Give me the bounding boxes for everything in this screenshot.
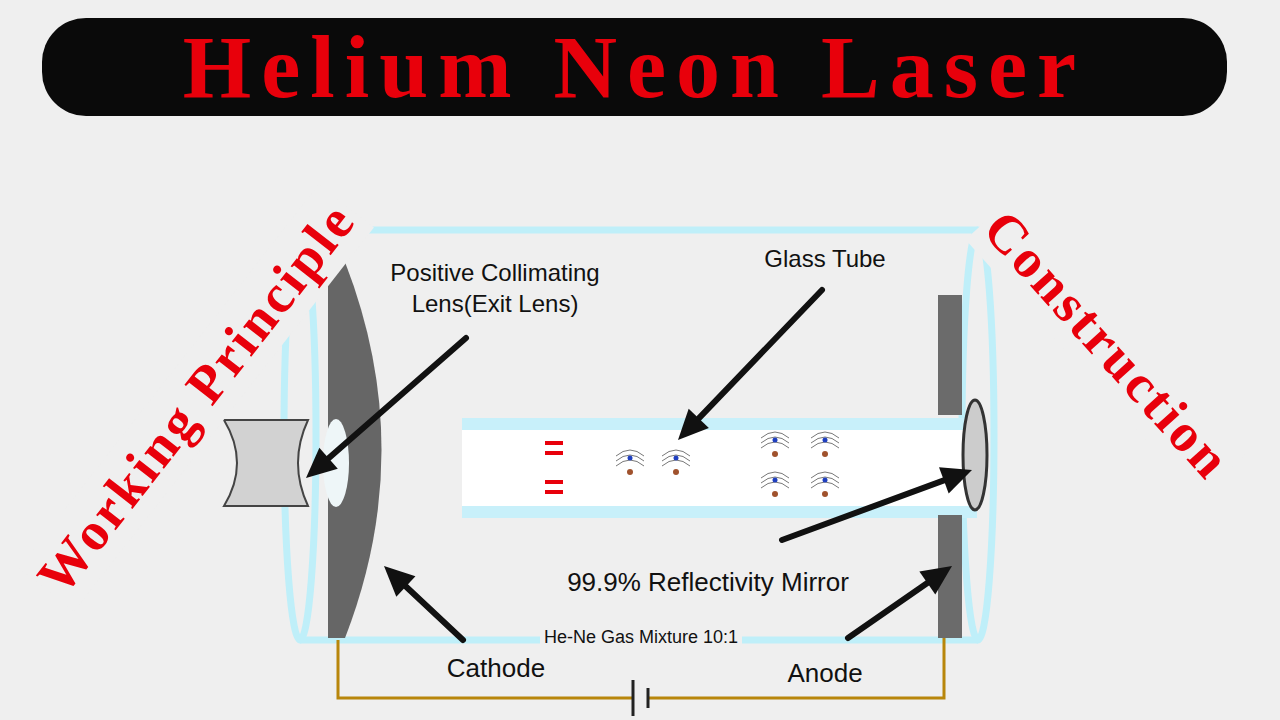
arrow-head (939, 467, 972, 493)
title: Helium Neon Laser (183, 17, 1086, 118)
atom-nucleus (822, 491, 828, 497)
envelope-right-end (962, 230, 994, 640)
atom-orbit (811, 482, 839, 488)
battery-plate-short (647, 688, 650, 708)
atom-electron (773, 478, 778, 483)
atom-orbit (662, 455, 690, 461)
atom-symbol (662, 450, 690, 475)
part-label: Positive Collimating Lens(Exit Lens) (345, 257, 645, 319)
part-label: Glass Tube (725, 243, 925, 274)
atom-nucleus (772, 491, 778, 497)
leader-arrow (384, 566, 463, 640)
leader-line (406, 587, 463, 640)
atom-electron (674, 456, 679, 461)
leader-arrow (306, 338, 466, 478)
atom-orbit (811, 477, 839, 483)
leader-line (699, 290, 822, 418)
atom-orbit (662, 460, 690, 466)
capillary-tube (462, 418, 977, 518)
discharge-mark (545, 451, 563, 455)
part-label: Anode (755, 656, 895, 690)
discharge-mark (545, 490, 563, 494)
anode-upper (938, 295, 962, 415)
part-label: Cathode (416, 651, 576, 685)
battery-plate-long (632, 680, 635, 716)
laser-drawing (224, 230, 994, 716)
atom-symbol (761, 432, 789, 457)
atom-symbol (616, 450, 644, 475)
part-label: 99.9% Reflectivity Mirror (563, 565, 853, 599)
arrow-head (678, 409, 709, 440)
title-band: Helium Neon Laser (42, 18, 1227, 116)
atom-symbol (761, 472, 789, 497)
supply-wire (338, 640, 633, 698)
discharge-mark (545, 441, 563, 445)
atom-orbit (616, 455, 644, 461)
leader-arrow (782, 467, 972, 540)
atom-nucleus (822, 451, 828, 457)
exit-lens (224, 420, 308, 506)
leader-line (848, 583, 927, 638)
leader-arrow (848, 566, 952, 638)
section-heading: Construction (966, 193, 1250, 498)
atom-nucleus (772, 451, 778, 457)
atom-nucleus (627, 469, 633, 475)
arrow-head (384, 566, 415, 597)
atom-electron (823, 478, 828, 483)
gas-label: He-Ne Gas Mixture 10:1 (540, 626, 742, 649)
atom-nucleus (673, 469, 679, 475)
atom-orbit (811, 442, 839, 448)
atom-orbit (811, 437, 839, 443)
arrow-head (306, 448, 338, 478)
atom-electron (773, 438, 778, 443)
atom-orbit (761, 437, 789, 443)
outer-envelope (300, 230, 978, 640)
arrow-head (919, 566, 952, 595)
atom-symbol (811, 472, 839, 497)
leader-line (329, 338, 466, 458)
atom-orbit (761, 482, 789, 488)
atom-symbol (811, 432, 839, 457)
rear-mirror (963, 400, 987, 510)
discharge-mark (545, 480, 563, 484)
atom-electron (628, 456, 633, 461)
section-heading: Working Principle (19, 185, 374, 611)
atom-orbit (761, 442, 789, 448)
atom-orbit (761, 477, 789, 483)
leader-arrow (678, 290, 822, 440)
leader-line (782, 480, 944, 540)
atom-orbit (616, 460, 644, 466)
atom-electron (823, 438, 828, 443)
